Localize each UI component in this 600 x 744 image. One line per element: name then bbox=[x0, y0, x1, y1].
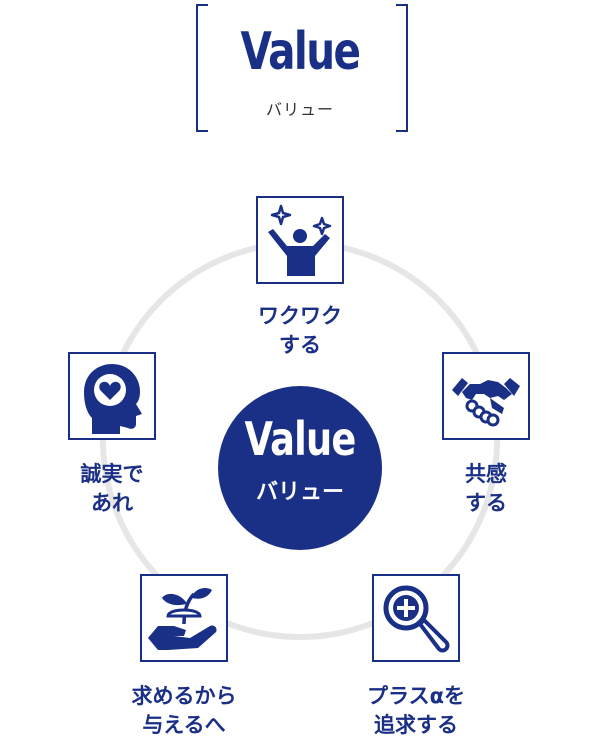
value-label-line1: ワクワク bbox=[258, 304, 342, 328]
center-circle: Value バリュー bbox=[218, 386, 382, 550]
title-bracket-left bbox=[196, 4, 208, 132]
value-label-line2: する bbox=[279, 333, 321, 357]
value-label-line1: プラスαを bbox=[366, 684, 465, 708]
magnifier-plus-icon bbox=[383, 585, 450, 653]
value-card-give bbox=[140, 574, 228, 662]
value-label-integrity: 誠実で あれ bbox=[32, 460, 192, 518]
value-label-excitement: ワクワク する bbox=[220, 302, 380, 360]
value-label-pursue: プラスαを 追求する bbox=[336, 682, 496, 740]
center-subtitle: バリュー bbox=[255, 480, 344, 505]
value-card-pursue bbox=[372, 574, 460, 662]
value-label-give: 求めるから 与えるへ bbox=[104, 682, 264, 740]
page-title: Value bbox=[240, 22, 361, 82]
center-title: Value bbox=[244, 412, 356, 466]
value-label-line2: 与えるへ bbox=[142, 713, 226, 737]
value-card-empathy bbox=[442, 352, 530, 440]
hand-sprout-icon bbox=[148, 588, 217, 650]
value-card-integrity bbox=[68, 352, 156, 440]
page-subtitle: バリュー bbox=[265, 100, 334, 119]
handshake-icon bbox=[452, 378, 520, 427]
title-bracket-right bbox=[396, 4, 408, 132]
value-label-line2: する bbox=[465, 491, 507, 515]
value-label-empathy: 共感 する bbox=[406, 460, 566, 518]
value-label-line1: 誠実で bbox=[80, 462, 144, 486]
head-heart-icon bbox=[84, 364, 142, 434]
value-label-line1: 求めるから bbox=[131, 684, 237, 708]
value-label-line1: 共感 bbox=[465, 462, 507, 486]
value-label-line2: あれ bbox=[91, 491, 133, 515]
cheering-person-icon bbox=[268, 204, 332, 276]
value-label-line2: 追求する bbox=[374, 713, 458, 737]
value-card-excitement bbox=[256, 196, 344, 284]
